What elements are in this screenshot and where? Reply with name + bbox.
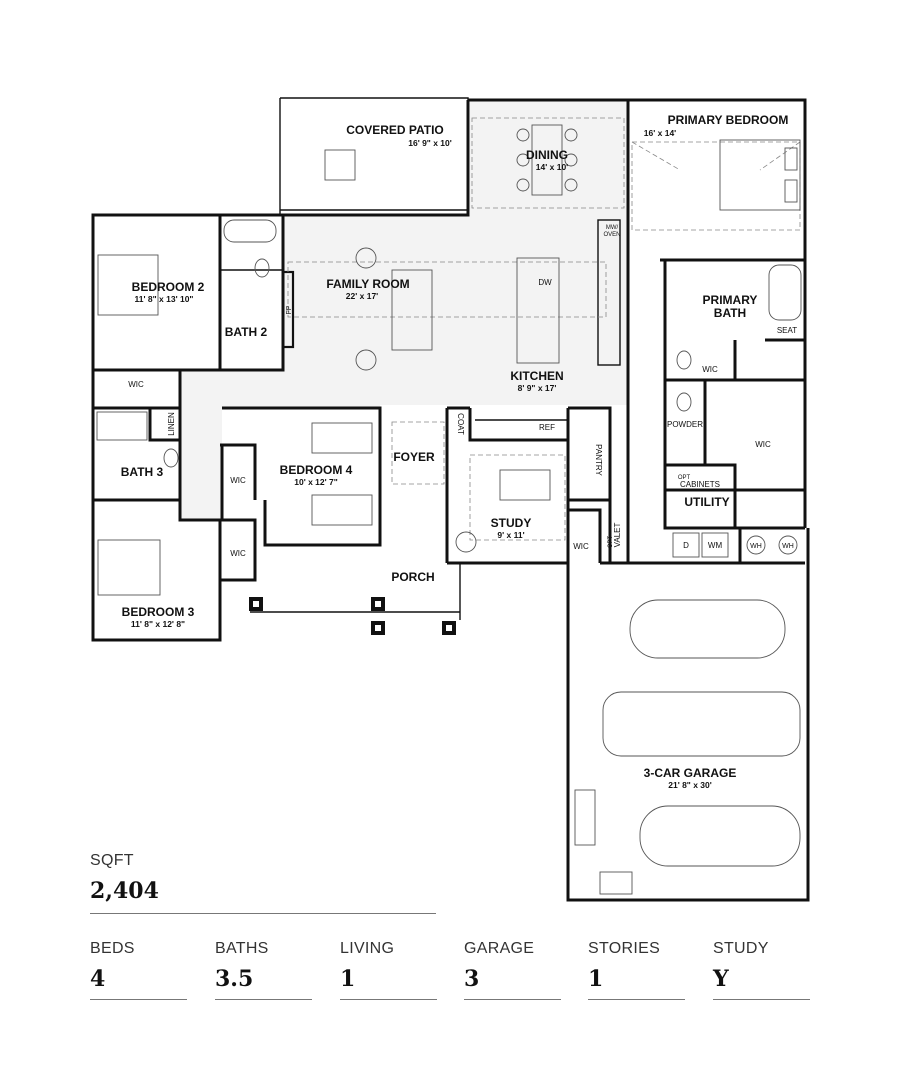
wic-primary: WIC xyxy=(702,365,718,374)
foyer-label: FOYER xyxy=(393,450,435,464)
dining-label: DINING xyxy=(526,148,568,162)
wic-bedroom3: WIC xyxy=(230,549,246,558)
porch-label: PORCH xyxy=(391,570,434,584)
wic-primary-closet: WIC xyxy=(755,440,771,449)
stat-divider xyxy=(340,999,437,1000)
kitchen-label: KITCHEN xyxy=(510,369,563,383)
seat-label: SEAT xyxy=(777,326,797,335)
pantry-label: PANTRY xyxy=(594,444,603,476)
bedroom4-dim: 10' x 12' 7" xyxy=(294,477,338,487)
bedroom2-label: BEDROOM 2 xyxy=(132,280,205,294)
primary-bath-label-2: BATH xyxy=(714,306,746,320)
floor-plan: COVERED PATIO 16' 9" x 10' DINING 14' x … xyxy=(91,97,810,902)
family-room-label: FAMILY ROOM xyxy=(326,277,409,291)
sqft-divider xyxy=(90,913,436,914)
washer-label: WM xyxy=(708,541,723,550)
water-heater-label-1: WH xyxy=(750,543,762,550)
stat-label: STORIES xyxy=(588,940,661,957)
dw-label: DW xyxy=(538,278,552,287)
stat-study: STUDY Y xyxy=(713,940,810,1000)
wic-study: WIC xyxy=(573,542,589,551)
stat-divider xyxy=(215,999,312,1000)
opt-cabinets-label-1: OPT xyxy=(678,475,691,481)
opt-valet-label-2: VALET xyxy=(613,523,622,548)
interior-walls xyxy=(91,215,805,640)
bedroom4-label: BEDROOM 4 xyxy=(280,463,353,477)
primary-bedroom-dim: 16' x 14' xyxy=(644,128,676,138)
bedroom2-dim: 11' 8" x 13' 10" xyxy=(135,294,194,304)
wic-bedroom4: WIC xyxy=(230,476,246,485)
wic-bedroom2: WIC xyxy=(128,380,144,389)
garage-dim: 21' 8" x 30' xyxy=(668,780,712,790)
bath3-label: BATH 3 xyxy=(121,465,164,479)
study-label: STUDY xyxy=(491,516,532,530)
water-heater-label-2: WH xyxy=(782,543,794,550)
ceiling-lines xyxy=(287,117,801,541)
stat-label: LIVING xyxy=(340,940,395,957)
stat-value: 3 xyxy=(464,966,480,992)
sqft-value: 2,404 xyxy=(90,878,159,904)
stat-divider xyxy=(90,999,187,1000)
sqft-block: SQFT 2,404 xyxy=(90,852,436,904)
garage-label: 3-CAR GARAGE xyxy=(644,766,737,780)
fixtures xyxy=(96,124,802,895)
bedroom3-label: BEDROOM 3 xyxy=(122,605,195,619)
covered-patio-label: COVERED PATIO xyxy=(346,123,444,137)
stat-value: 1 xyxy=(340,966,356,992)
linen-label: LINEN xyxy=(167,412,176,436)
covered-patio-dim: 16' 9" x 10' xyxy=(408,138,452,148)
stat-beds: BEDS 4 xyxy=(90,940,187,1000)
fixture-labels: WIC WIC WIC WIC WIC WIC LINEN COAT REF P… xyxy=(128,225,797,558)
mw-oven-label-1: MW/ xyxy=(606,225,619,231)
stat-living: LIVING 1 xyxy=(340,940,437,1000)
covered-patio-outline xyxy=(279,97,469,215)
room-labels: COVERED PATIO 16' 9" x 10' DINING 14' x … xyxy=(121,113,789,790)
stat-label: BEDS xyxy=(90,940,135,957)
stat-value: 4 xyxy=(90,966,106,992)
study-dim: 9' x 11' xyxy=(497,530,524,540)
coat-label: COAT xyxy=(456,413,465,435)
family-room-dim: 22' x 17' xyxy=(346,291,378,301)
utility-label: UTILITY xyxy=(684,495,729,509)
ref-label: REF xyxy=(539,423,555,432)
sqft-label: SQFT xyxy=(90,852,134,869)
stat-label: STUDY xyxy=(713,940,769,957)
stat-divider xyxy=(713,999,810,1000)
stat-divider xyxy=(588,999,685,1000)
stat-value: Y xyxy=(713,966,729,992)
stat-divider xyxy=(464,999,561,1000)
stat-baths: BATHS 3.5 xyxy=(215,940,312,1000)
bedroom3-dim: 11' 8" x 12' 8" xyxy=(131,619,185,629)
stat-value: 1 xyxy=(588,966,604,992)
dining-dim: 14' x 10' xyxy=(536,162,568,172)
powder-label: POWDER xyxy=(667,420,703,429)
fp-label: FP xyxy=(286,305,293,314)
mw-oven-label-2: OVEN xyxy=(603,232,620,238)
dryer-label: D xyxy=(683,541,689,550)
opt-valet-label-1: OPT xyxy=(608,536,614,549)
bath2-label: BATH 2 xyxy=(225,325,268,339)
stat-label: BATHS xyxy=(215,940,269,957)
stat-value: 3.5 xyxy=(215,966,254,992)
floor-hatching xyxy=(180,100,628,520)
stat-label: GARAGE xyxy=(464,940,535,957)
primary-bedroom-label: PRIMARY BEDROOM xyxy=(668,113,789,127)
stat-stories: STORIES 1 xyxy=(588,940,685,1000)
primary-bath-label-1: PRIMARY xyxy=(703,293,758,307)
stat-garage: GARAGE 3 xyxy=(464,940,561,1000)
kitchen-dim: 8' 9" x 17' xyxy=(518,383,557,393)
porch xyxy=(249,563,461,635)
opt-cabinets-label-2: CABINETS xyxy=(680,480,720,489)
